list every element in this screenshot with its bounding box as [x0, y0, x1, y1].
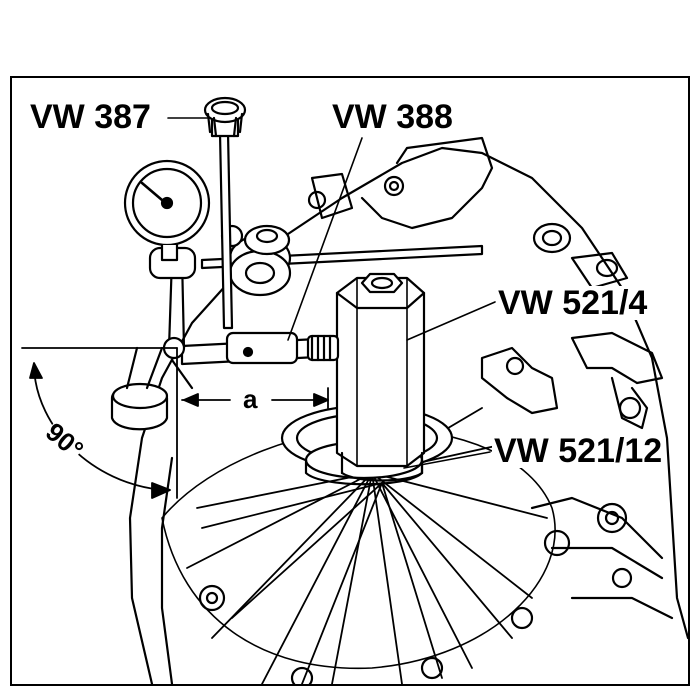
selector-lever	[570, 331, 664, 385]
housing-inner-rim	[160, 456, 174, 684]
dial-gauge	[123, 159, 211, 262]
hex-nut	[360, 272, 404, 294]
cross-bar	[148, 224, 484, 297]
tool-vw387-rod	[203, 96, 247, 330]
transmission-illustration	[21, 96, 688, 684]
right-boss	[532, 222, 572, 254]
dimension-a-arrows	[181, 387, 329, 409]
shift-finger	[480, 346, 559, 415]
label-vw388: VW 388	[330, 98, 455, 136]
hex-column-tool	[335, 272, 426, 482]
housing-top-bracket	[360, 136, 494, 230]
bracket-bolt-hole	[383, 175, 405, 197]
diagram-frame: VW 387 VW 388 VW 521/4 VW 521/12 a 90°	[10, 76, 690, 686]
measuring-bar	[162, 256, 340, 366]
leader-lines	[167, 117, 496, 469]
housing-stud-left	[307, 190, 327, 210]
label-vw521-4: VW 521/4	[496, 284, 650, 322]
label-dimension-a: a	[243, 384, 258, 414]
label-vw521-12: VW 521/12	[492, 432, 665, 470]
base-foot	[110, 346, 194, 431]
label-vw387: VW 387	[28, 98, 153, 136]
flange-bolt-hole	[198, 584, 226, 612]
